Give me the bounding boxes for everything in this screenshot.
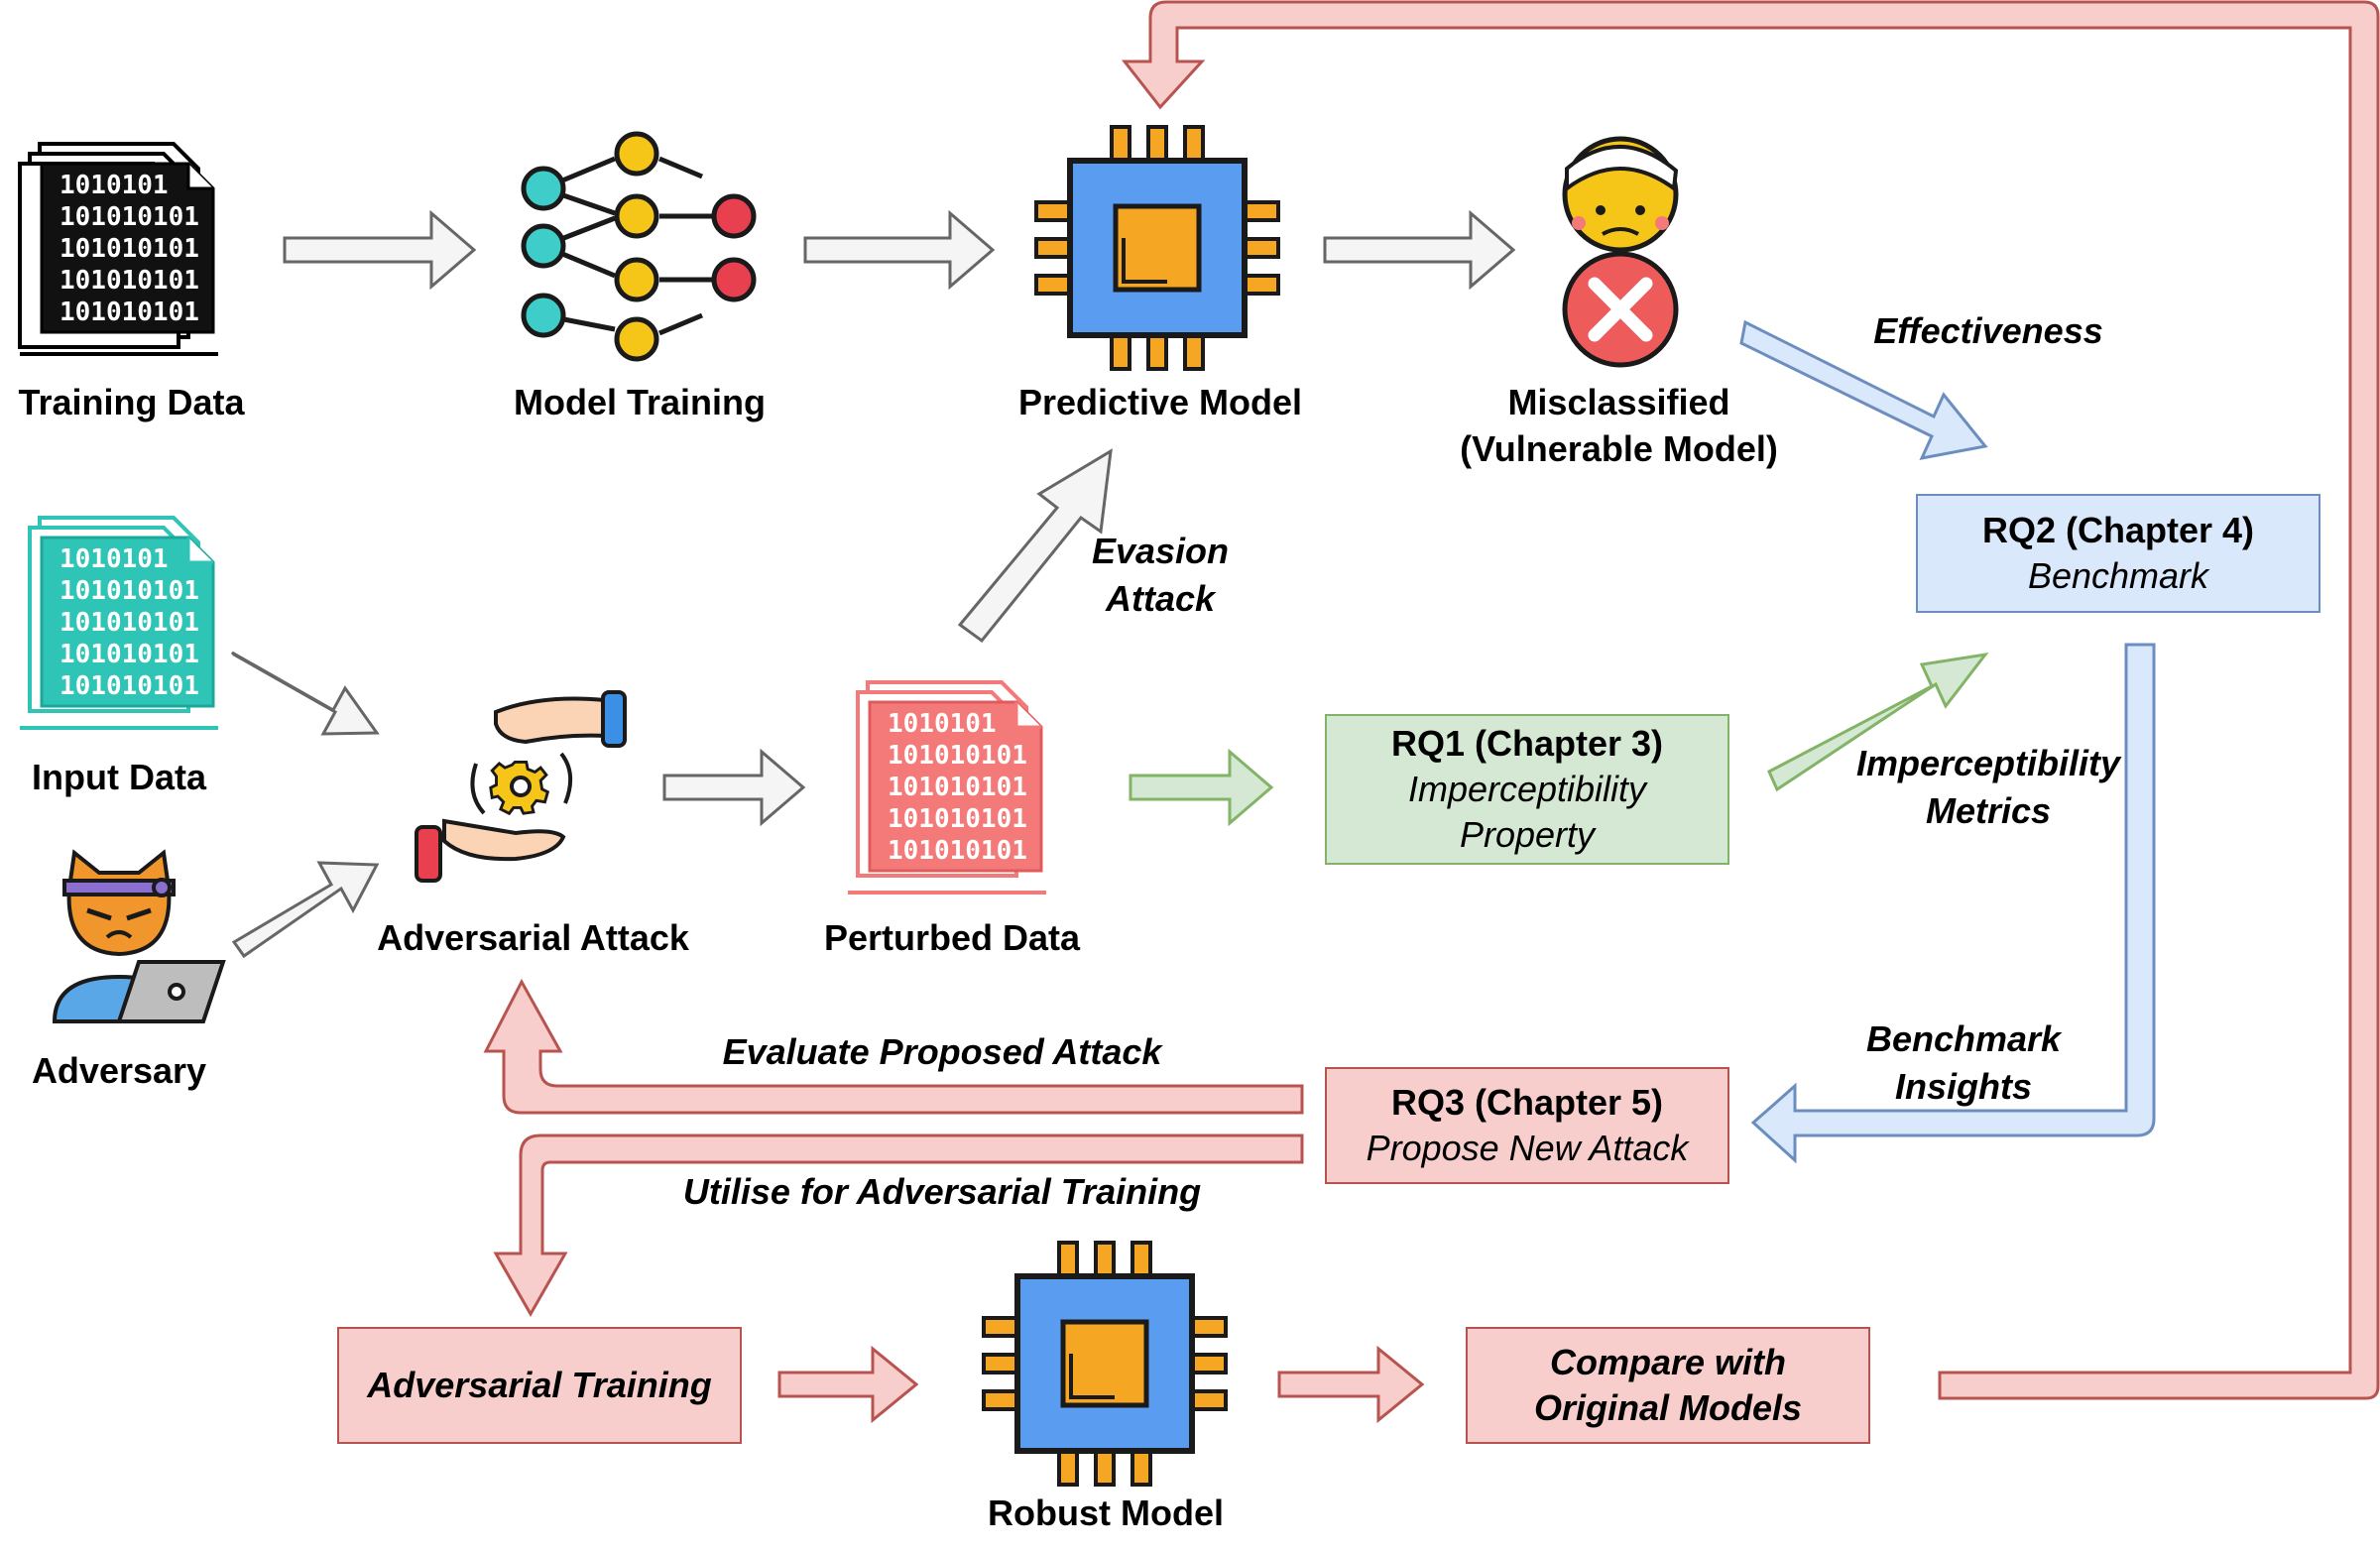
hacker-cat-icon (52, 849, 226, 1023)
hands-gear-icon (415, 690, 627, 883)
adversary-label: Adversary (31, 1050, 207, 1091)
binary-row: 101010101 (60, 640, 199, 669)
arrow-rq2-to-rq3 (1750, 643, 2156, 1164)
robust-model-chip-icon (984, 1243, 1226, 1485)
binary-row: 101010101 (888, 804, 1027, 834)
rq2-box: RQ2 (Chapter 4) Benchmark (1916, 494, 2320, 613)
imperceptibility-metrics-label-line1: Imperceptibility (1855, 743, 2121, 783)
rq3-title: RQ3 (Chapter 5) (1390, 1082, 1664, 1123)
misclassified-label-line2: (Vulnerable Model) (1460, 428, 1778, 469)
binary-row: 101010101 (888, 773, 1027, 802)
arrow-rq3-to-attack (483, 978, 1304, 1115)
binary-row: 101010101 (60, 576, 199, 606)
effectiveness-label: Effectiveness (1873, 310, 2103, 351)
adversarial-training-box: Adversarial Training (337, 1327, 742, 1444)
compare-line2: Original Models (1533, 1387, 1803, 1428)
arrow-perturbed-to-rq1 (1129, 748, 1274, 827)
model-training-label: Model Training (513, 382, 766, 422)
compare-line1: Compare with (1549, 1342, 1787, 1382)
binary-row: 101010101 (888, 836, 1027, 866)
rq2-title: RQ2 (Chapter 4) (1981, 510, 2255, 550)
neural-network-icon (521, 131, 757, 362)
rq1-box: RQ1 (Chapter 3) Imperceptibility Propert… (1325, 714, 1729, 865)
binary-row: 101010101 (888, 741, 1027, 771)
arrow-rq3-to-adv-training (493, 1134, 1304, 1318)
input-data-label: Input Data (32, 757, 206, 797)
binary-row: 1010101 (60, 544, 169, 574)
evasion-attack-label-line2: Attack (1105, 578, 1216, 619)
training-data-label: Training Data (18, 382, 245, 422)
binary-row: 101010101 (60, 298, 199, 327)
misclassified-label-line1: Misclassified (1507, 382, 1730, 422)
predictive-model-label: Predictive Model (1017, 382, 1303, 422)
imperceptibility-metrics-label-line2: Metrics (1925, 790, 2052, 831)
perturbed-data-label: Perturbed Data (823, 917, 1081, 958)
arrow-predictive-to-misclassified (1323, 209, 1516, 291)
binary-row: 101010101 (60, 671, 199, 701)
binary-row: 1010101 (60, 171, 169, 200)
evaluate-attack-label: Evaluate Proposed Attack (722, 1031, 1162, 1072)
perturbed-data-document-stack-icon: 1010101 101010101 101010101 101010101 10… (848, 680, 1046, 895)
arrow-attack-to-perturbed (662, 748, 806, 827)
binary-row: 1010101 (888, 709, 997, 739)
arrow-robust-to-compare (1277, 1345, 1425, 1424)
evasion-attack-label-line1: Evasion (1091, 531, 1230, 571)
binary-row: 101010101 (60, 202, 199, 232)
benchmark-insights-label-line1: Benchmark (1865, 1018, 2062, 1059)
arrow-misclassified-to-rq2 (1739, 319, 1988, 461)
adversarial-training-title: Adversarial Training (367, 1365, 712, 1405)
arrow-training-to-model-training (283, 209, 477, 291)
training-data-document-stack-icon: 1010101 101010101 101010101 101010101 10… (18, 142, 218, 356)
error-x-icon (1562, 251, 1679, 368)
arrow-compare-to-predictive (1121, 0, 2380, 1400)
rq1-title: RQ1 (Chapter 3) (1390, 723, 1664, 764)
binary-row: 101010101 (60, 234, 199, 264)
predictive-model-chip-icon (1036, 127, 1278, 369)
arrow-perturbed-to-predictive (957, 448, 1113, 644)
robust-model-label: Robust Model (988, 1493, 1224, 1533)
arrow-model-training-to-predictive (803, 209, 996, 291)
compare-models-box: Compare with Original Models (1466, 1327, 1870, 1444)
input-data-document-stack-icon: 1010101 101010101 101010101 101010101 10… (20, 516, 218, 730)
rq1-subtitle-line1: Imperceptibility (1407, 769, 1647, 809)
binary-row: 101010101 (60, 266, 199, 296)
arrow-adversary-to-attack (231, 861, 380, 959)
arrow-advtraining-to-robust (777, 1345, 919, 1424)
utilise-training-label: Utilise for Adversarial Training (682, 1171, 1202, 1212)
sad-face-icon (1562, 136, 1679, 253)
rq3-box: RQ3 (Chapter 5) Propose New Attack (1325, 1067, 1729, 1184)
benchmark-insights-label-line2: Insights (1894, 1066, 2032, 1107)
arrow-input-to-attack (230, 651, 380, 736)
rq2-subtitle: Benchmark (2027, 555, 2209, 596)
arrow-rq1-to-rq2 (1767, 652, 1989, 792)
adversarial-attack-label: Adversarial Attack (377, 917, 689, 958)
binary-row: 101010101 (60, 608, 199, 638)
rq3-subtitle: Propose New Attack (1366, 1128, 1689, 1168)
rq1-subtitle-line2: Property (1459, 814, 1596, 855)
